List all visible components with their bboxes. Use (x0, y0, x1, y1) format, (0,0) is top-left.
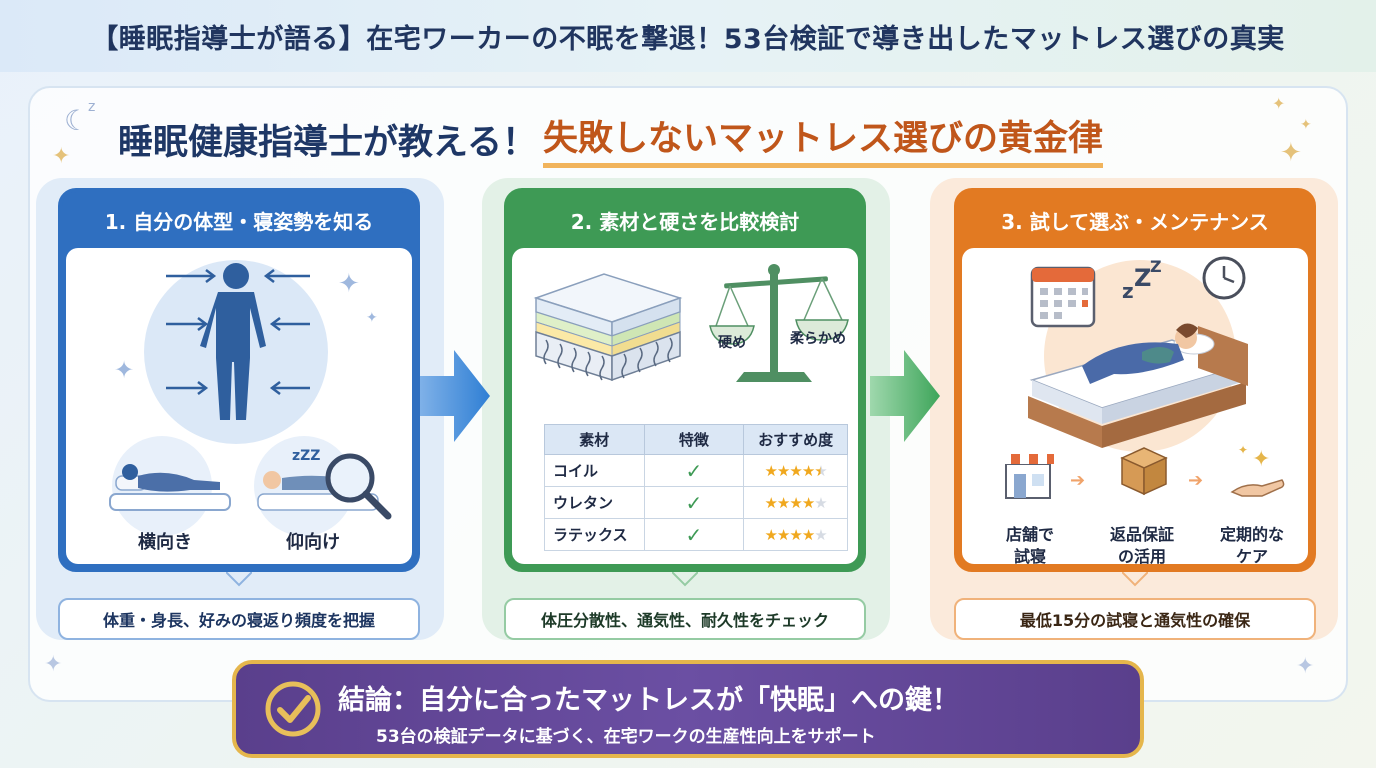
arrow-right-icon (420, 350, 490, 442)
table-row: ラテックス ✓ ★★★★★ (544, 518, 848, 551)
material-name: コイル (544, 454, 645, 487)
sparkle-icon: ✦ (1272, 94, 1286, 113)
box-icon (1120, 447, 1168, 496)
svg-text:zZZ: zZZ (292, 448, 320, 464)
table-header: おすすめ度 (743, 424, 848, 455)
magnifier-icon (325, 453, 375, 503)
svg-text:Z: Z (1134, 264, 1151, 292)
table-header: 素材 (544, 424, 645, 455)
soft-label: 柔らかめ (790, 331, 846, 347)
svg-text:➔: ➔ (1188, 470, 1203, 491)
arrow-right-icon (870, 350, 940, 442)
store-icon (1002, 454, 1054, 499)
zz-icon: z (88, 99, 96, 115)
conclusion-banner: 結論：自分に合ったマットレスが「快眠」への鍵！ 53台の検証データに基づく、在宅… (232, 660, 1144, 758)
step3-card: 3. 試して選ぶ・メンテナンス z Z Z (954, 188, 1316, 572)
calendar-icon (1030, 266, 1096, 328)
care-hand-icon: ✦ ✦ (1230, 443, 1285, 497)
step2-content: 硬め 柔らかめ 素材 特徴 おすすめ度 コイル ✓ ★★★★★ ウレタン ✓ (512, 248, 858, 564)
step-return-guarantee: 返品保証 の活用 (1109, 525, 1174, 564)
check-icon: ✓ (643, 518, 745, 551)
headline-part-b: 失敗しないマットレス選びの黄金律 (542, 110, 1103, 168)
rating-stars: ★★★★★ (743, 486, 848, 519)
step-try-in-store: 店舗で 試寝 (1005, 525, 1054, 564)
rating-stars: ★★★★★ (743, 518, 848, 551)
svg-text:z: z (1122, 279, 1134, 303)
svg-text:Z: Z (1150, 257, 1162, 276)
svg-text:.: . (976, 267, 977, 269)
connector (226, 572, 252, 587)
sleeping-person-bed-icon: z Z Z . (976, 256, 1285, 499)
svg-text:➔: ➔ (1070, 470, 1085, 491)
conclusion-main: 結論：自分に合ったマットレスが「快眠」への鍵！ (338, 685, 959, 716)
clock-icon (1202, 256, 1246, 300)
step1-card: 1. 自分の体型・寝姿勢を知る ✦ ✦ ✦ (58, 188, 420, 572)
check-icon: ✓ (643, 454, 745, 487)
svg-text:✦: ✦ (114, 356, 134, 384)
top-banner: 【睡眠指導士が語る】在宅ワーカーの不眠を撃退！53台検証で導き出したマットレス選… (0, 0, 1376, 72)
headline: 睡眠健康指導士が教える！ 失敗しないマットレス選びの黄金律 (118, 110, 1258, 168)
moon-icon: ☾ (64, 104, 90, 137)
step3-title: 3. 試して選ぶ・メンテナンス (1001, 209, 1269, 234)
material-table: 素材 特徴 おすすめ度 コイル ✓ ★★★★★ ウレタン ✓ ★★★★★ ラテッ… (544, 424, 848, 551)
balance-scale-icon (709, 264, 849, 382)
step3-content: z Z Z . (962, 248, 1308, 564)
step1-content: ✦ ✦ ✦ zZZ 横向き 仰向け (66, 248, 412, 564)
connector (672, 572, 698, 587)
connector (1122, 572, 1148, 587)
table-row: コイル ✓ ★★★★★ (544, 454, 848, 487)
table-header: 特徴 (643, 424, 745, 455)
back-sleeper-label: 仰向け (286, 532, 340, 553)
headline-part-a: 睡眠健康指導士が教える！ (118, 122, 537, 163)
material-name: ウレタン (544, 486, 645, 519)
sparkle-icon: ✦ (52, 144, 71, 169)
step2-summary: 体圧分散性、通気性、耐久性をチェック (504, 598, 866, 640)
sparkle-icon: ✦ (1296, 654, 1315, 679)
rating-stars: ★★★★★ (743, 454, 848, 487)
sparkle-icon: ✦ (44, 652, 63, 677)
step3-summary: 最低15分の試寝と通気性の確保 (954, 598, 1316, 640)
table-row: ウレタン ✓ ★★★★★ (544, 486, 848, 519)
step-regular-care: 定期的な ケア (1219, 525, 1284, 564)
step2-card: 2. 素材と硬さを比較検討 (504, 188, 866, 572)
mattress-layers-icon (533, 264, 849, 382)
svg-text:✦: ✦ (338, 269, 360, 299)
svg-text:✦: ✦ (1238, 443, 1248, 457)
svg-text:✦: ✦ (1252, 447, 1270, 472)
body-silhouette-icon: ✦ ✦ ✦ zZZ (109, 260, 392, 536)
step1-summary: 体重・身長、好みの寝返り頻度を把握 (58, 598, 420, 640)
side-sleeper-label: 横向き (138, 532, 192, 553)
check-icon: ✓ (643, 486, 745, 519)
sparkle-icon: ✦ (1300, 117, 1312, 133)
page-title: 【睡眠指導士が語る】在宅ワーカーの不眠を撃退！53台検証で導き出したマットレス選… (91, 23, 1285, 55)
checkmark-badge-icon (265, 681, 321, 737)
step1-title: 1. 自分の体型・寝姿勢を知る (104, 209, 374, 234)
conclusion-sub: 53台の検証データに基づく、在宅ワークの生産性向上をサポート (376, 727, 876, 747)
sparkle-icon: ✦ (1280, 138, 1302, 168)
material-name: ラテックス (544, 518, 645, 551)
svg-text:✦: ✦ (366, 310, 378, 326)
firm-label: 硬め (718, 335, 746, 351)
step2-title: 2. 素材と硬さを比較検討 (570, 209, 800, 234)
